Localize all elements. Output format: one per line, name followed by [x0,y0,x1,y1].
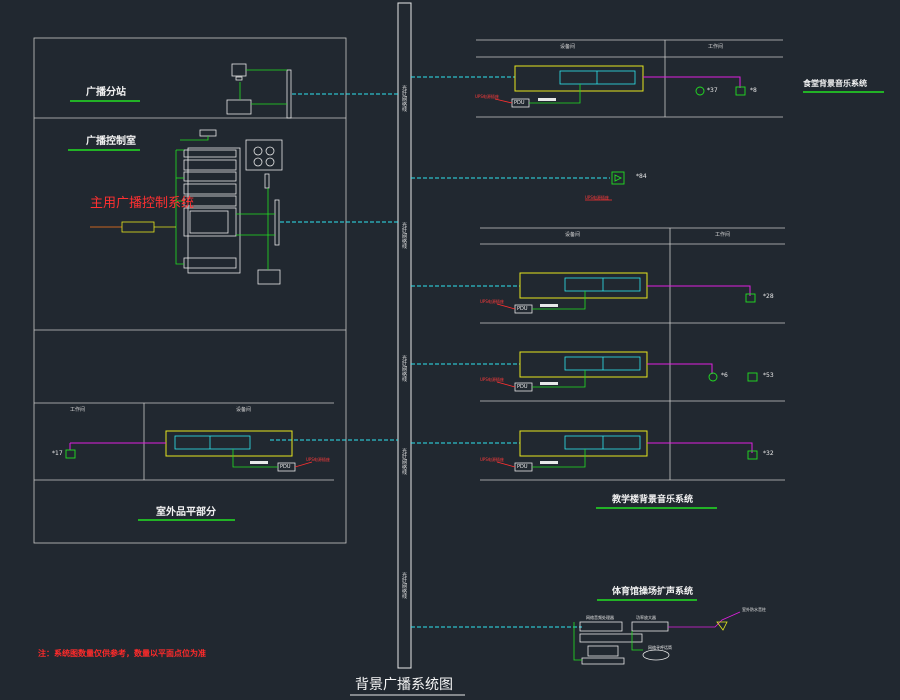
equipment-cabinets [165,65,648,464]
backbone-label-5: 光纤/网络线 [401,572,407,599]
left-header-equip: 设备间 [236,407,252,413]
left-panel-frame [33,37,347,544]
backbone-label-1: 光纤/网络线 [401,85,407,112]
teaching-count-2: *6 [721,372,728,379]
backbone-riser [397,2,412,669]
label-outdoor-section: 室外品平部分 [156,507,216,518]
cabinet-teaching-2 [519,351,648,385]
diagram-title: 背景广播系统图 [355,677,453,693]
teaching-count-3: *53 [763,372,774,379]
cabinet-teaching-1 [519,272,648,307]
backbone-label-4: 光纤/网络线 [401,448,407,475]
teaching-ups-label-2: UPS电源插座 [480,377,504,382]
cabinet-cafeteria [514,65,644,101]
label-branch-station: 广播分站 [86,87,126,98]
gym-devices [573,611,741,665]
teaching-ups-label-1: UPS电源插座 [480,299,504,304]
left-speaker-count: *17 [52,450,63,457]
branch-station-devices [226,63,292,119]
teaching-pdu-label-1: PDU [517,306,528,312]
network-links [270,76,610,628]
gym-device-c: 网络寻呼话筒 [648,645,672,650]
title-underlines [68,91,884,601]
cafeteria-system-title: 食堂背景音乐系统 [803,79,867,88]
cafeteria-table [476,39,783,118]
teaching-header-equip: 设备间 [565,232,581,238]
teaching-table [480,227,785,481]
single-ups-label: UPS电源插座 [585,195,609,200]
backbone-label-3: 光纤/网络线 [401,355,407,382]
backbone-label-2: 光纤/网络线 [401,222,407,249]
cabinet-teaching-3 [519,430,648,464]
gym-speakers: 室外防水音柱 [742,607,766,612]
control-room-rack [90,129,283,285]
teaching-count-4: *32 [763,450,774,457]
left-header-work: 工作间 [70,407,86,413]
label-control-room: 广播控制室 [86,136,136,147]
left-pdu-label: PDU [280,464,291,470]
cabinet-outdoor [165,430,293,464]
power-wiring [232,84,612,472]
left-ups-label: UPS电源插座 [306,457,330,462]
cafeteria-ups-label: UPS电源插座 [475,94,499,99]
gym-device-a: 网络音频处理器 [586,615,614,620]
speaker-lines [69,76,753,453]
teaching-pdu-label-3: PDU [517,464,528,470]
cafeteria-header-work: 工作间 [708,44,724,50]
teaching-header-work: 工作间 [715,232,731,238]
label-control-room-red: 主用广播控制系统 [90,196,195,211]
gym-device-b: 功率放大器 [636,615,656,620]
teaching-pdu-label-2: PDU [517,384,528,390]
cafeteria-count-b: *8 [750,87,757,94]
cafeteria-header-equip: 设备间 [560,44,576,50]
teaching-ups-label-3: UPS电源插座 [480,457,504,462]
speakers [65,86,758,460]
teaching-system-title: 教学楼背景音乐系统 [612,495,694,505]
system-note: 注：系统图数量仅供参考，数量以平面点位为准 [38,649,206,658]
gym-system-title: 体育馆操场扩声系统 [612,587,694,597]
single-speaker-count: *84 [636,173,647,180]
cafeteria-count-a: *37 [707,87,718,94]
cafeteria-pdu-label: PDU [514,100,525,106]
teaching-count-1: *28 [763,293,774,300]
